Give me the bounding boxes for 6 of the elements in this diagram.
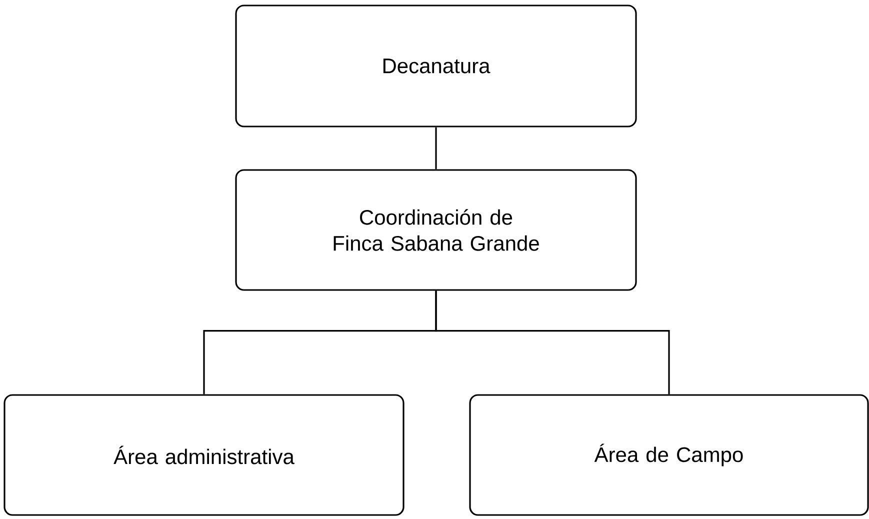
connector-line [435, 290, 670, 394]
org-box: Área de Campo [469, 394, 869, 516]
connector-line [435, 127, 437, 170]
org-box: Decanatura [235, 4, 637, 128]
org-box: Coordinación de Finca Sabana Grande [235, 169, 637, 291]
org-box: Área administrativa [4, 394, 404, 516]
